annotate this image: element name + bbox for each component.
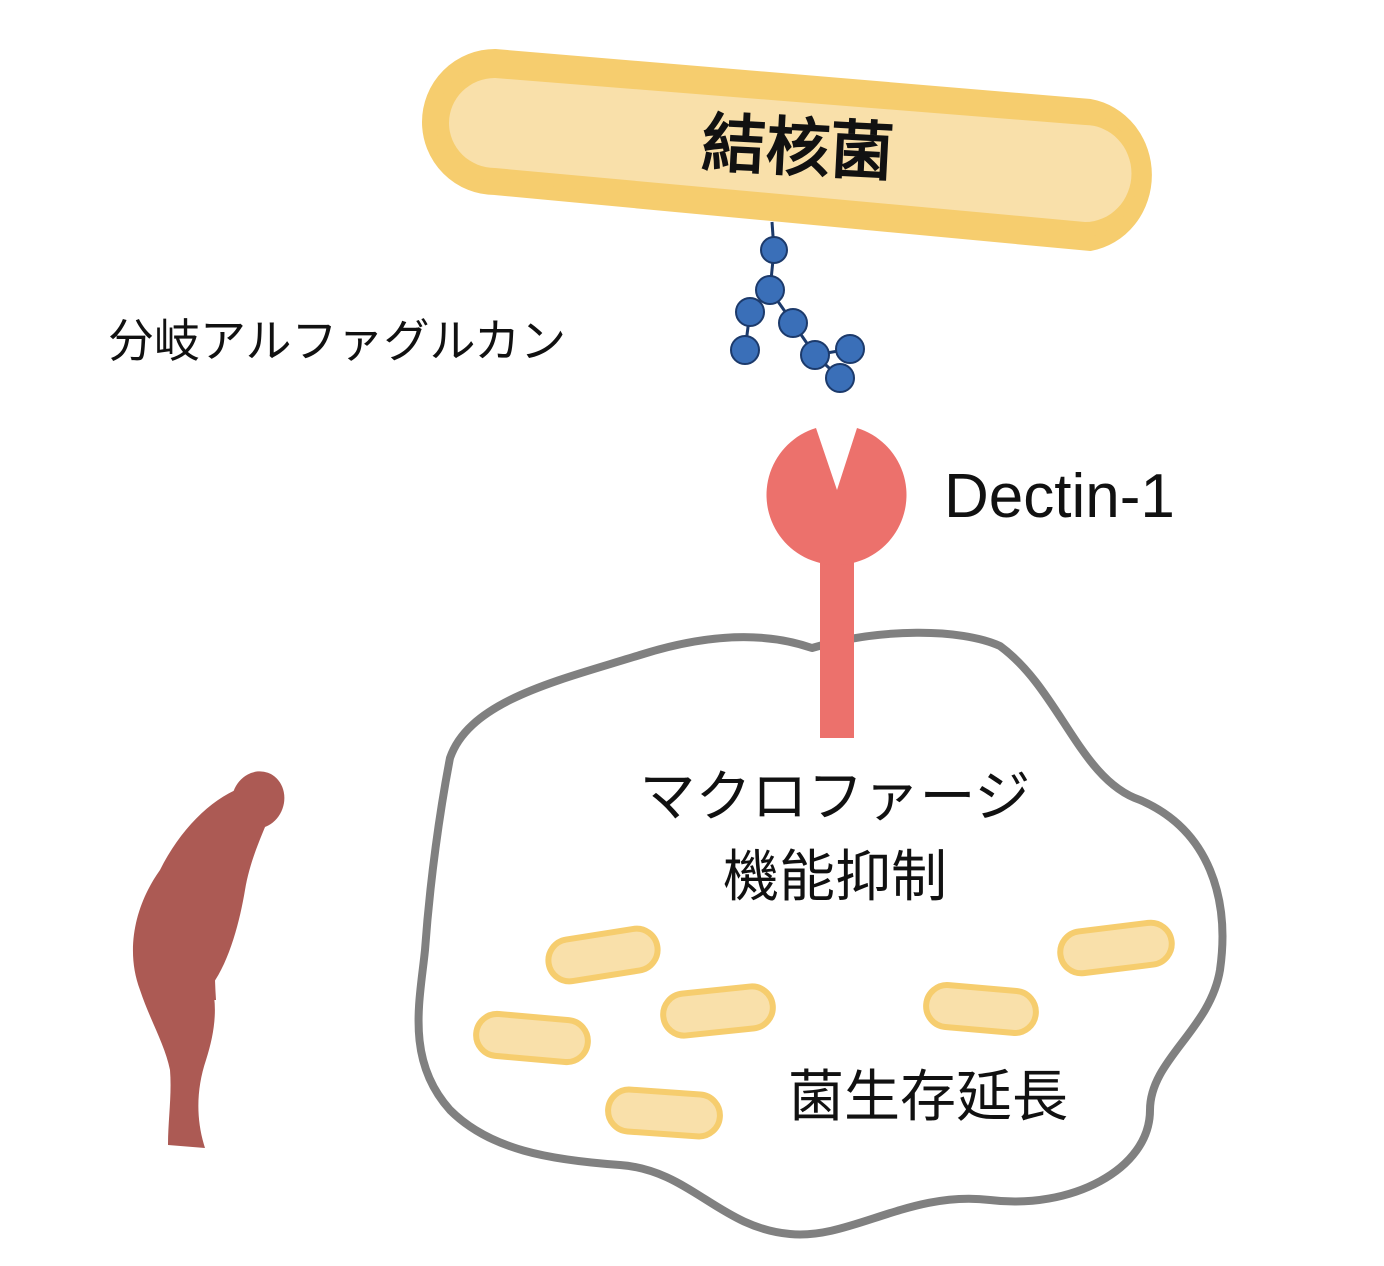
glucan-bead [835,334,865,364]
glucan-bead [755,275,785,305]
bacterium-label: 結核菌 [700,107,896,191]
small-bacterium [605,1086,723,1140]
glucan-bead [760,236,788,264]
receptor-label: Dectin-1 [944,462,1175,531]
small-bacterium [923,982,1039,1036]
glucan-bead [730,335,760,365]
function-suppression-label: 機能抑制 [723,845,947,910]
survival-extension-label: 菌生存延長 [788,1065,1068,1130]
macrophage-membrane [414,628,1227,1239]
sick-person-icon [132,771,285,1148]
small-bacterium [545,925,661,985]
dectin-1-receptor [766,428,907,738]
small-bacterium [473,1010,591,1066]
small-bacterium [660,983,776,1039]
glucan-label: 分岐アルファグルカン [108,314,567,368]
glucan-bead [825,363,855,393]
glucan-bead [800,340,830,370]
small-bacterium [1057,919,1175,977]
glucan-bead [778,308,808,338]
glucan-bead [735,297,765,327]
intracellular-bacteria [473,919,1175,1140]
bacterium-large [422,48,1152,252]
macrophage-label: マクロファージ [639,765,1031,830]
receptor-head [766,428,907,565]
glucan-chain [730,221,865,393]
